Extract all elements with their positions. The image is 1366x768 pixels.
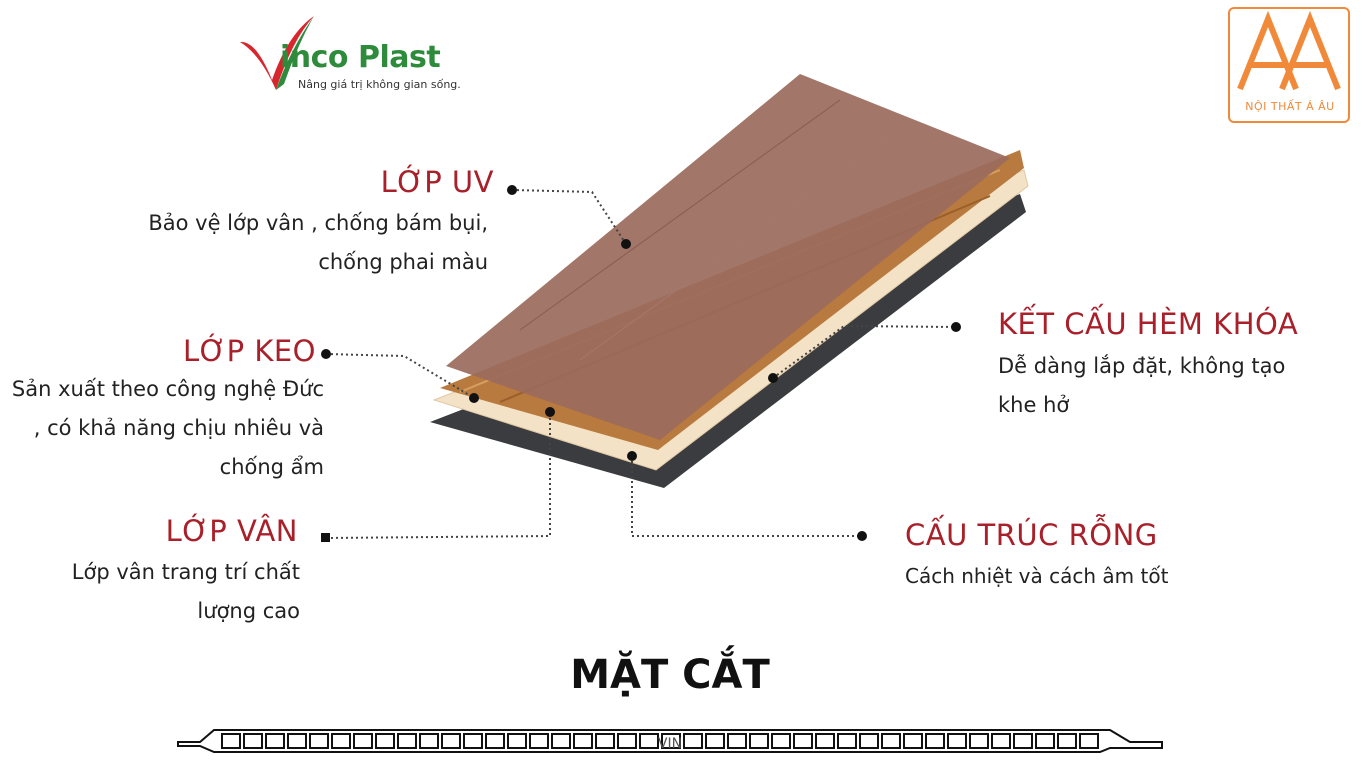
profile-outline bbox=[177, 729, 1163, 753]
profile-cell bbox=[287, 733, 307, 749]
profile-cell bbox=[507, 733, 527, 749]
dot-uv-end bbox=[621, 239, 631, 249]
profile-cell bbox=[1057, 733, 1077, 749]
profile-cell bbox=[485, 733, 505, 749]
section-title: MẶT CẮT bbox=[570, 652, 770, 698]
profile-cell bbox=[353, 733, 373, 749]
profile-cell bbox=[309, 733, 329, 749]
dot-keo-start bbox=[321, 349, 331, 359]
profile-cell bbox=[1035, 733, 1055, 749]
aau-logo bbox=[1228, 7, 1350, 123]
leader-dots bbox=[321, 185, 961, 542]
vinco-brand-name: inco Plast bbox=[280, 40, 441, 75]
profile-cell bbox=[221, 733, 241, 749]
profile-cell bbox=[727, 733, 747, 749]
label-van-desc: Lớp vân trang trí chất lượng cao bbox=[71, 560, 300, 623]
profile-cell bbox=[617, 733, 637, 749]
profile-cell bbox=[595, 733, 615, 749]
profile-cell bbox=[969, 733, 989, 749]
vinco-check-icon bbox=[240, 16, 314, 90]
label-uv-desc: Bảo vệ lớp vân , chống bám bụi, chống ph… bbox=[148, 211, 488, 274]
leader-lines bbox=[325, 189, 957, 539]
aau-letters-icon bbox=[1237, 10, 1341, 91]
dot-cau-truc-start bbox=[627, 451, 637, 461]
profile-cell bbox=[265, 733, 285, 749]
leader-keo bbox=[325, 353, 475, 399]
dot-ket-cau-end bbox=[951, 322, 961, 332]
profile-cell bbox=[749, 733, 769, 749]
profile-cell bbox=[705, 733, 725, 749]
profile-cell bbox=[1013, 733, 1033, 749]
profile-cells bbox=[221, 733, 1099, 749]
label-keo-title: LỚP KEO bbox=[182, 334, 316, 368]
profile-cell bbox=[331, 733, 351, 749]
profile-cell bbox=[529, 733, 549, 749]
label-van-title: LỚP VÂN bbox=[165, 514, 298, 548]
profile-cell bbox=[947, 733, 967, 749]
vinco-tagline: Nâng giá trị không gian sống. bbox=[298, 78, 461, 91]
profile-cell bbox=[925, 733, 945, 749]
aau-brand-name: NỘI THẤT Á ÂU bbox=[1245, 100, 1335, 113]
profile-cell bbox=[903, 733, 923, 749]
leader-van bbox=[325, 412, 551, 539]
profile-cell bbox=[837, 733, 857, 749]
profile-cell bbox=[419, 733, 439, 749]
profile-cell bbox=[243, 733, 263, 749]
profile-cell bbox=[815, 733, 835, 749]
profile-cell bbox=[375, 733, 395, 749]
cross-section-profile: VIN bbox=[177, 729, 1163, 753]
profile-cell bbox=[1079, 733, 1099, 749]
dot-van-start bbox=[321, 533, 330, 542]
dot-uv-start bbox=[507, 185, 517, 195]
profile-cell bbox=[771, 733, 791, 749]
profile-mark: VIN bbox=[658, 736, 682, 752]
profile-cell bbox=[859, 733, 879, 749]
profile-cell bbox=[991, 733, 1011, 749]
uv-layer bbox=[446, 74, 1010, 440]
leader-cau-truc bbox=[631, 456, 862, 537]
label-keo-desc: Sản xuất theo công nghệ Đức , có khả năn… bbox=[11, 377, 324, 479]
uv-grain-line bbox=[519, 99, 841, 331]
profile-cell bbox=[793, 733, 813, 749]
label-ket-cau-desc: Dễ dàng lắp đặt, không tạo khe hở bbox=[998, 354, 1286, 417]
dot-van-end bbox=[545, 407, 555, 417]
label-cau-truc-title: CẤU TRÚC RỖNG bbox=[905, 518, 1158, 552]
profile-cell bbox=[573, 733, 593, 749]
label-uv-title: LỚP UV bbox=[380, 165, 494, 199]
dot-keo-end bbox=[469, 393, 479, 403]
profile-cell bbox=[551, 733, 571, 749]
profile-cell bbox=[397, 733, 417, 749]
dot-cau-truc-end bbox=[857, 531, 867, 541]
label-ket-cau-title: KẾT CẤU HÈM KHÓA bbox=[998, 307, 1299, 341]
vinco-plast-logo bbox=[236, 10, 486, 100]
uv-grain-line bbox=[579, 127, 901, 361]
profile-cell bbox=[661, 733, 681, 749]
leader-uv bbox=[511, 189, 627, 245]
profile-cell bbox=[881, 733, 901, 749]
dot-ket-cau-start bbox=[768, 373, 778, 383]
profile-cell bbox=[463, 733, 483, 749]
profile-cell bbox=[683, 733, 703, 749]
profile-cell bbox=[639, 733, 659, 749]
profile-cell bbox=[441, 733, 461, 749]
label-cau-truc-desc: Cách nhiệt và cách âm tốt bbox=[905, 564, 1169, 588]
